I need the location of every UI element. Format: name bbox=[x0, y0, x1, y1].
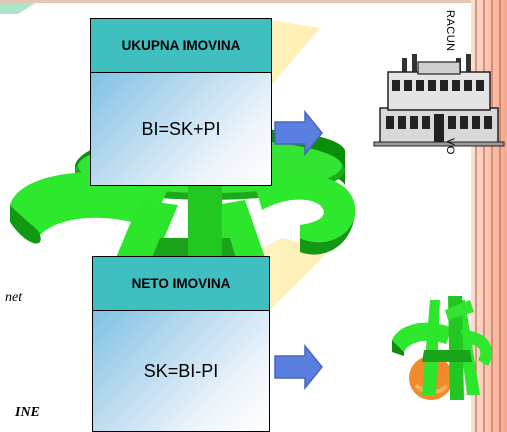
left-text-net: net bbox=[5, 290, 23, 305]
building-icon bbox=[373, 54, 505, 147]
arrow-right-bottom bbox=[274, 343, 323, 391]
top-box-formula: BI=SK+PI bbox=[141, 118, 221, 139]
bottom-box-header: NETO IMOVINA bbox=[92, 256, 270, 311]
arrow-right-top bbox=[274, 109, 323, 157]
bottom-box-header-label: NETO IMOVINA bbox=[131, 276, 231, 291]
top-box-body: BI=SK+PI bbox=[90, 72, 272, 186]
top-box-header: UKUPNA IMOVINA bbox=[90, 18, 272, 73]
vertical-text-top: RACUN bbox=[444, 10, 456, 52]
top-box-header-label: UKUPNA IMOVINA bbox=[121, 38, 241, 53]
corner-decoration bbox=[0, 0, 40, 14]
bottom-box-body: SK=BI-PI bbox=[92, 310, 270, 432]
top-rule bbox=[0, 0, 507, 3]
vertical-text-bottom: VO bbox=[444, 138, 456, 155]
left-text-ine: INE bbox=[15, 405, 40, 420]
bottom-box-formula: SK=BI-PI bbox=[143, 360, 219, 381]
dollar-sign-small bbox=[392, 296, 493, 400]
